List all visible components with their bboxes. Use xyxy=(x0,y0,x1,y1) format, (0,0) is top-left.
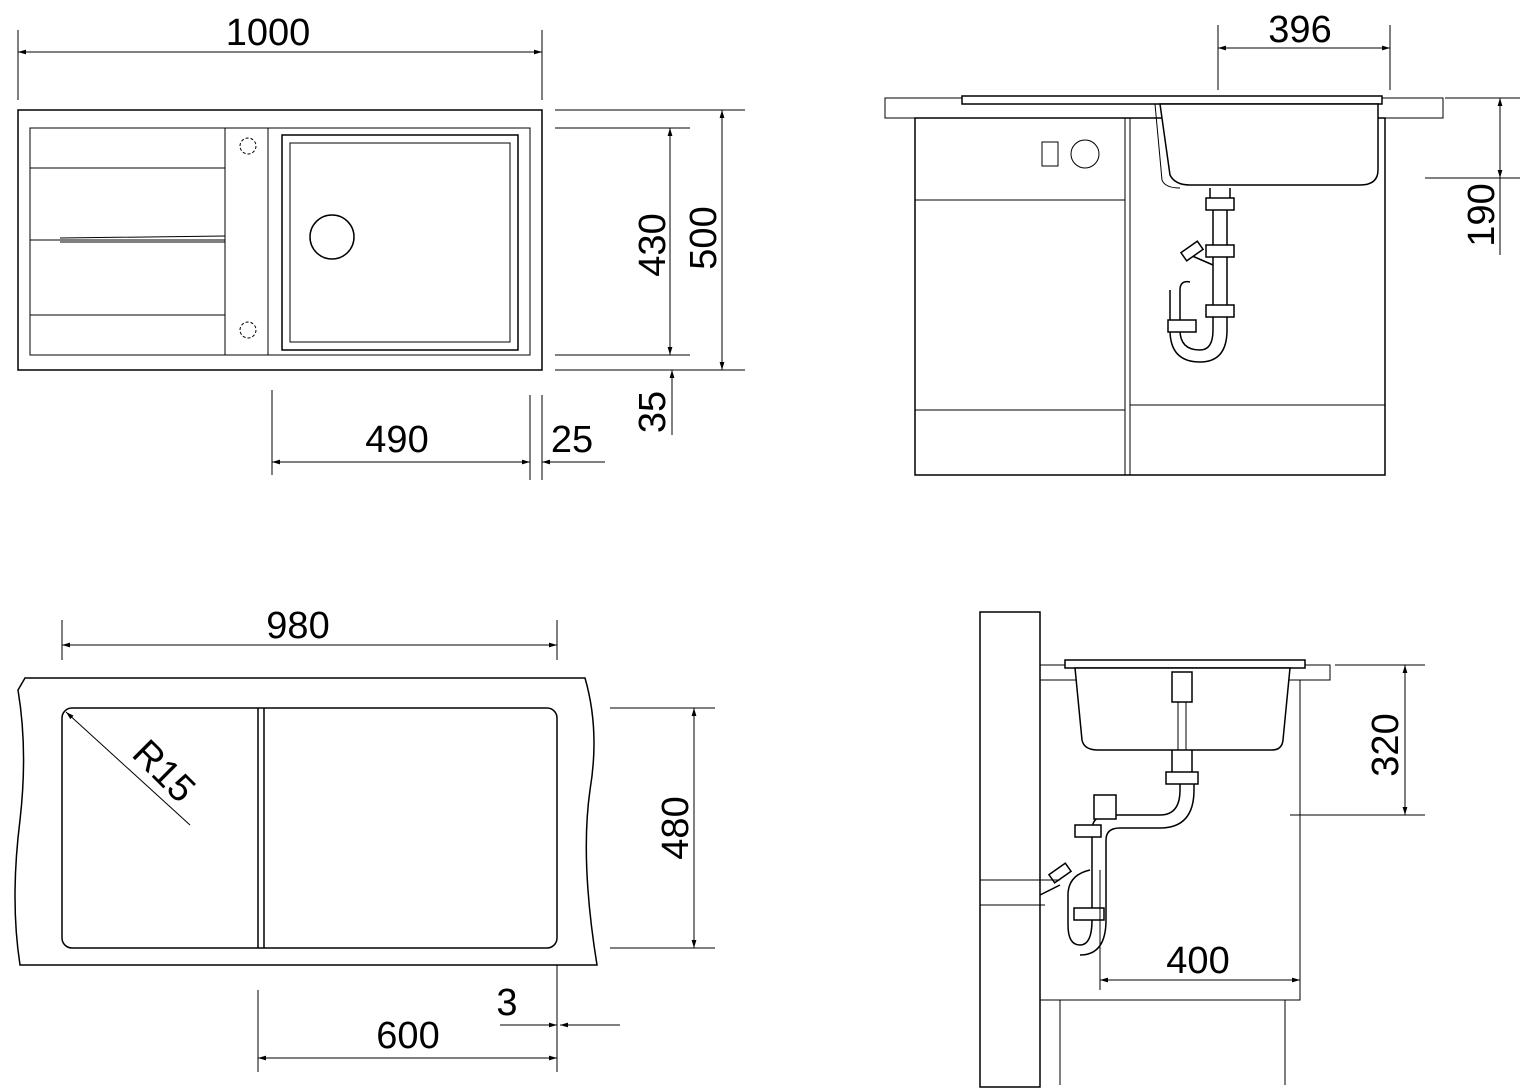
dim-430: 430 xyxy=(632,213,674,276)
side-view: 396 190 xyxy=(884,9,1520,476)
section-view: 320 400 xyxy=(979,611,1425,1088)
dim-320: 320 xyxy=(1365,713,1407,776)
drain-icon xyxy=(309,214,355,260)
dim-396: 396 xyxy=(1268,9,1331,51)
tap-hole-icon xyxy=(239,137,257,155)
cutout-view: R15 980 480 3 600 xyxy=(14,605,715,1072)
dim-400: 400 xyxy=(1166,940,1229,982)
tap-hole-icon xyxy=(239,321,257,339)
dim-980: 980 xyxy=(266,605,329,647)
dim-35: 35 xyxy=(632,391,674,433)
dim-480: 480 xyxy=(655,796,697,859)
dim-600: 600 xyxy=(376,1015,439,1057)
dim-490: 490 xyxy=(365,419,428,461)
dim-1000: 1000 xyxy=(226,12,311,54)
dim-r15: R15 xyxy=(124,732,203,811)
dim-500: 500 xyxy=(683,206,725,269)
dim-3: 3 xyxy=(496,982,517,1024)
dim-25: 25 xyxy=(551,419,593,461)
dim-190: 190 xyxy=(1461,183,1503,246)
top-view: 1000 430 500 35 490 25 xyxy=(17,12,745,480)
